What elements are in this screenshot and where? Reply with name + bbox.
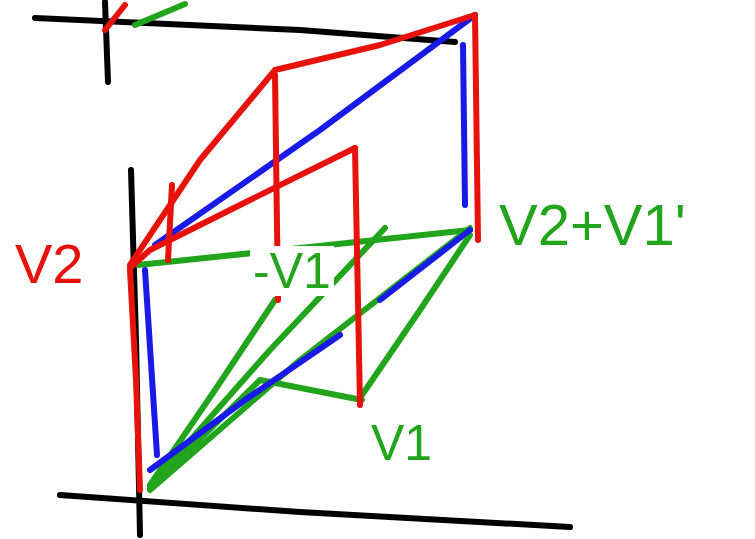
vector-label: V2 [12,236,87,292]
vector-label: -V1 [250,246,334,296]
vector-label: V1 [368,418,435,468]
vector-label: V2+V1' [496,196,689,254]
